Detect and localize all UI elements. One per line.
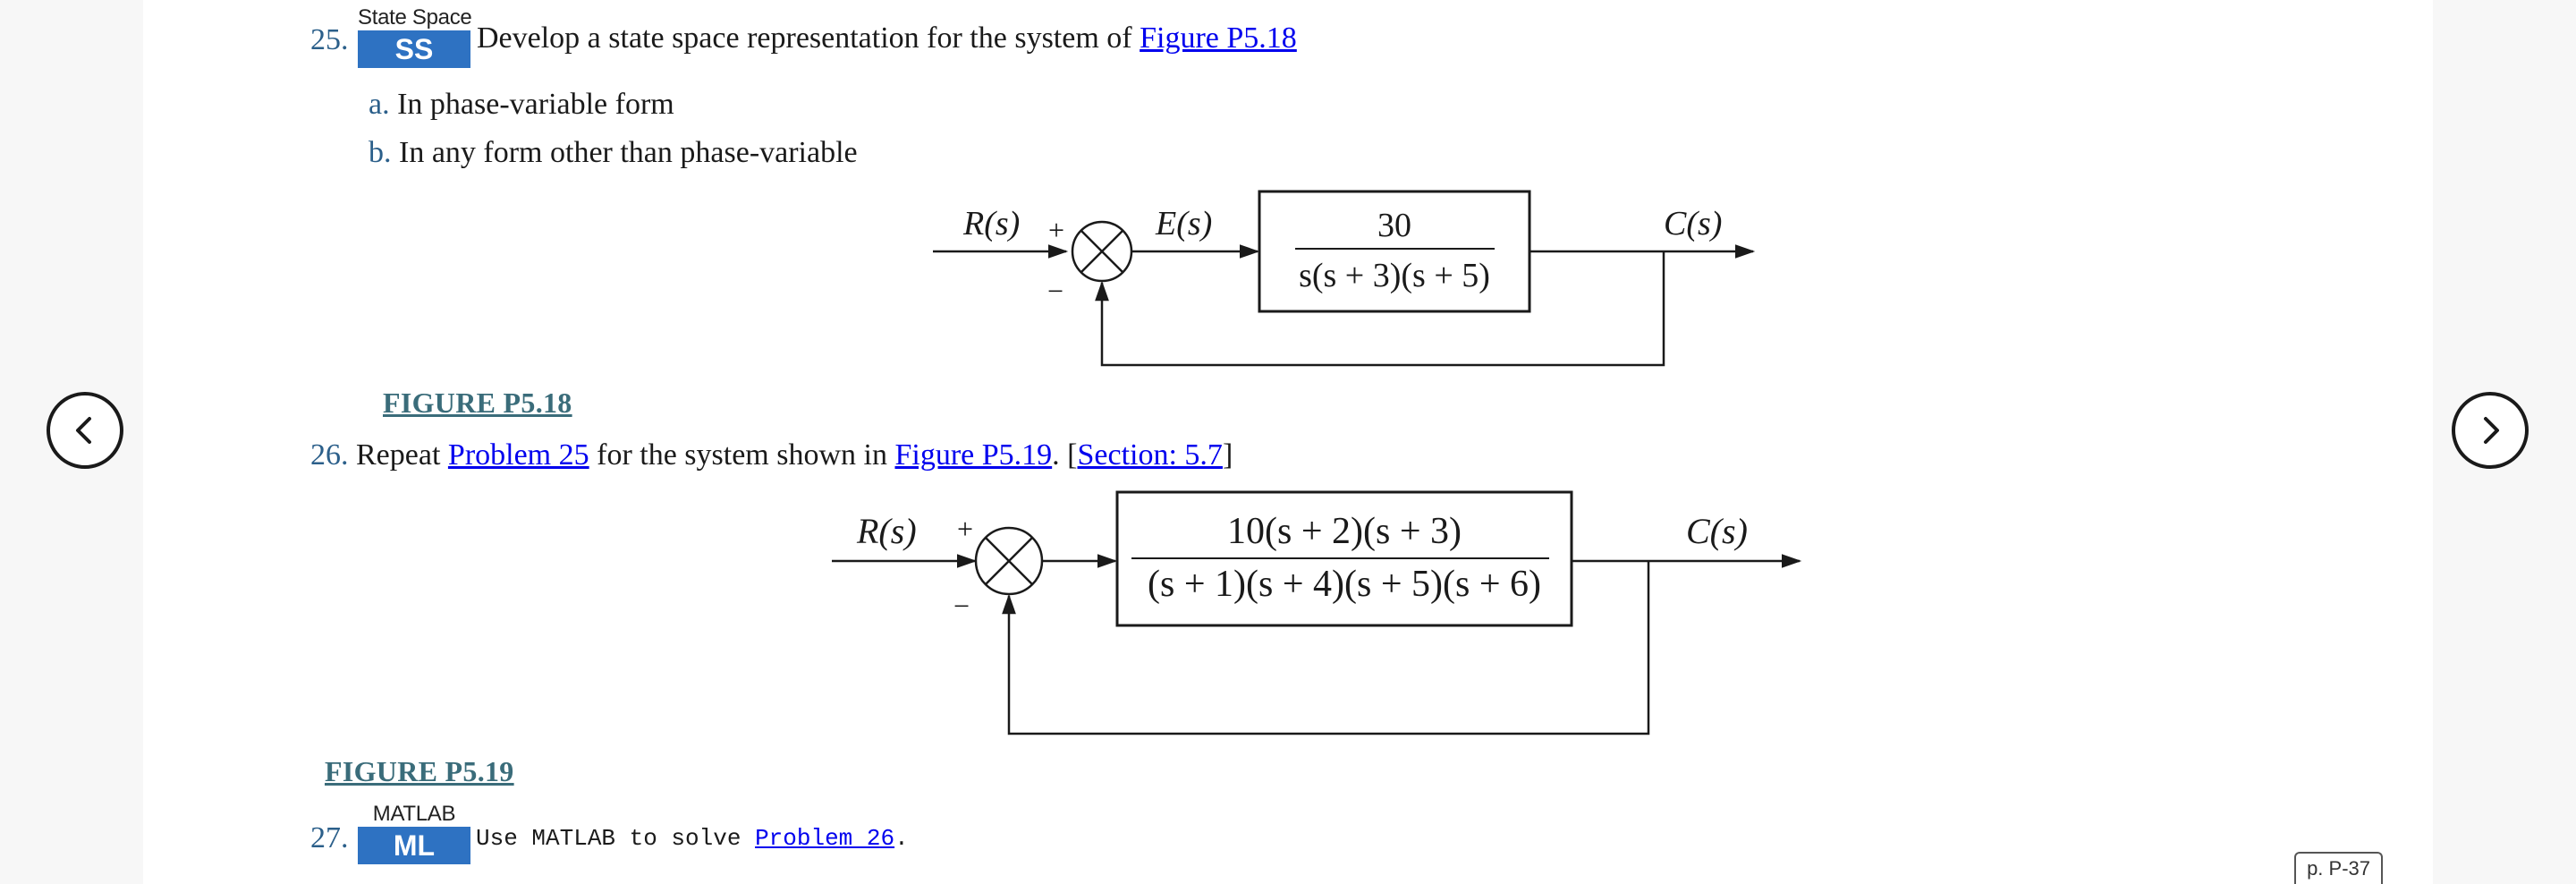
badge-label: State Space	[358, 5, 472, 30]
output-label: C(s)	[1686, 511, 1748, 551]
chevron-left-icon	[76, 417, 91, 444]
problem-text: . [	[1052, 438, 1078, 472]
badge-label: MATLAB	[372, 802, 456, 826]
problem-text: .	[894, 825, 909, 852]
part-a: a. In phase-variable form	[369, 88, 674, 122]
part-letter: b.	[369, 136, 392, 169]
problem-26: 26. Repeat Problem 25 for the system sho…	[310, 438, 1233, 472]
chevron-right-icon	[2484, 417, 2499, 444]
problem-text: Develop a state space representation for…	[477, 21, 1297, 55]
figure-caption-p5-18[interactable]: FIGURE P5.18	[383, 387, 572, 419]
section-link[interactable]: Section: 5.7	[1077, 438, 1223, 472]
problem-statement: Develop a state space representation for…	[477, 21, 1140, 55]
tf-denominator: (s + 1)(s + 4)(s + 5)(s + 6)	[1148, 564, 1541, 605]
problem-text: ]	[1222, 438, 1233, 472]
error-label: E(s)	[1155, 205, 1212, 242]
state-space-badge: State Space SS	[358, 5, 472, 68]
problem-text: Repeat	[356, 438, 448, 472]
part-letter: a.	[369, 88, 390, 121]
badge-code: ML	[358, 827, 470, 864]
part-b: b. In any form other than phase-variable	[369, 136, 858, 170]
block-diagram-p5-19: R(s) + − 10(s + 2)(s + 3) (s + 1)(s + 4)…	[832, 490, 1802, 735]
tf-denominator: s(s + 3)(s + 5)	[1299, 257, 1490, 294]
previous-page-button[interactable]	[47, 392, 123, 469]
plus-sign: +	[957, 513, 973, 545]
matlab-badge: MATLAB ML	[358, 802, 470, 864]
problem-number: 27.	[310, 821, 349, 854]
book-page: 25. State Space SS Develop a state space…	[143, 0, 2433, 884]
plus-sign: +	[1048, 214, 1064, 246]
figure-link[interactable]: Figure P5.18	[1140, 21, 1297, 55]
problem-text: Use MATLAB to solve	[476, 825, 756, 852]
feedback-path	[1095, 251, 1665, 367]
minus-sign: −	[1047, 275, 1063, 307]
minus-sign: −	[953, 590, 970, 622]
problem-number: 26.	[310, 438, 349, 472]
tf-numerator: 30	[1377, 207, 1411, 244]
problem-27-text: Use MATLAB to solve Problem 26.	[476, 825, 909, 852]
problem-number: 25.	[310, 23, 349, 56]
part-text: In any form other than phase-variable	[399, 136, 858, 169]
figure-link[interactable]: Figure P5.19	[894, 438, 1053, 472]
transfer-function-block	[1115, 490, 1573, 627]
figure-caption-p5-19[interactable]: FIGURE P5.19	[325, 755, 514, 787]
input-label: R(s)	[856, 511, 917, 551]
problem-text: for the system shown in	[589, 438, 895, 472]
tf-numerator: 10(s + 2)(s + 3)	[1227, 511, 1462, 552]
part-text: In phase-variable form	[397, 88, 674, 121]
block-diagram-p5-18: R(s) + − E(s) 30 s(s + 3)(s + 5) C(s)	[933, 190, 1756, 367]
problem-link[interactable]: Problem 25	[447, 438, 589, 472]
output-label: C(s)	[1664, 205, 1722, 242]
badge-code: SS	[358, 30, 470, 68]
input-label: R(s)	[962, 205, 1020, 242]
feedback-path	[1002, 561, 1650, 735]
page-number-tag: p. P-37	[2294, 852, 2383, 884]
next-page-button[interactable]	[2452, 392, 2529, 469]
problem-link[interactable]: Problem 26	[755, 825, 895, 852]
